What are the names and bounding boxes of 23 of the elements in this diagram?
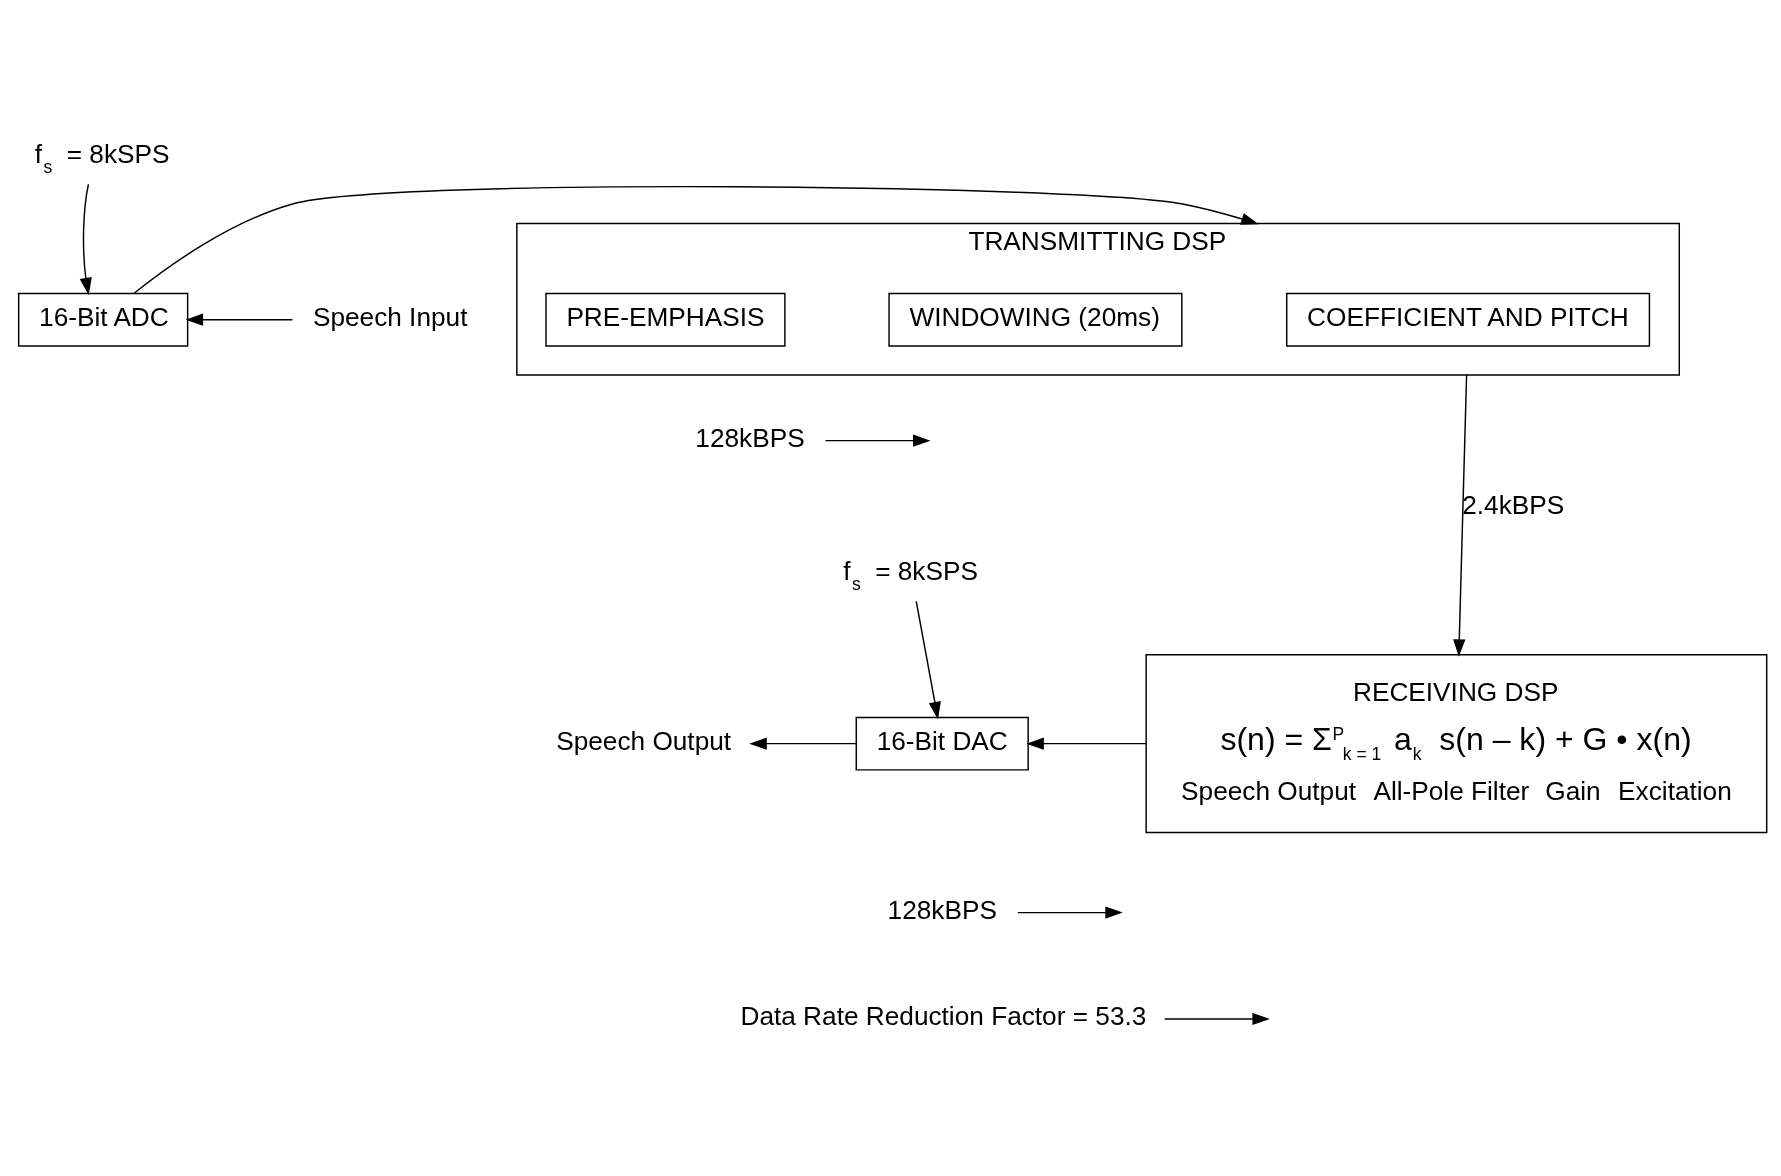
node-box: COEFFICIENT AND PITCH bbox=[1286, 292, 1651, 347]
arrow bbox=[185, 313, 294, 326]
arrow bbox=[749, 737, 857, 750]
arrow bbox=[915, 600, 941, 719]
node-text: 128kBPS bbox=[695, 422, 805, 453]
node-box: PRE-EMPHASIS bbox=[545, 292, 786, 347]
node-text: Data Rate Reduction Factor = 53.3 bbox=[740, 1000, 1147, 1031]
arrow bbox=[824, 434, 931, 447]
node-box: 16-Bit ADC bbox=[17, 292, 189, 347]
arrow bbox=[1163, 1012, 1270, 1025]
node-text: Speech Output bbox=[556, 725, 732, 756]
node-text: Speech Input bbox=[312, 301, 468, 332]
node-box: WINDOWING (20ms) bbox=[888, 292, 1183, 347]
node-box: 16-Bit DAC bbox=[855, 716, 1029, 771]
node-box: RECEIVING DSP s(n) = Σ$^{P}$$_{k = 1}$ a$_{k}$ s(n – k) + G • x(n) Speech Output All-Pole Filter Gain Excitation bbox=[1145, 653, 1768, 833]
node-text: 128kBPS bbox=[887, 894, 997, 925]
arrow bbox=[1017, 906, 1123, 919]
node-text: f$_{s}$ = 8kSPS bbox=[843, 555, 978, 594]
node-text: f$_{s}$ = 8kSPS bbox=[34, 138, 170, 177]
arrow bbox=[79, 183, 92, 295]
arrow bbox=[1453, 373, 1468, 657]
arrow bbox=[1026, 737, 1147, 750]
arrow bbox=[133, 185, 1259, 294]
